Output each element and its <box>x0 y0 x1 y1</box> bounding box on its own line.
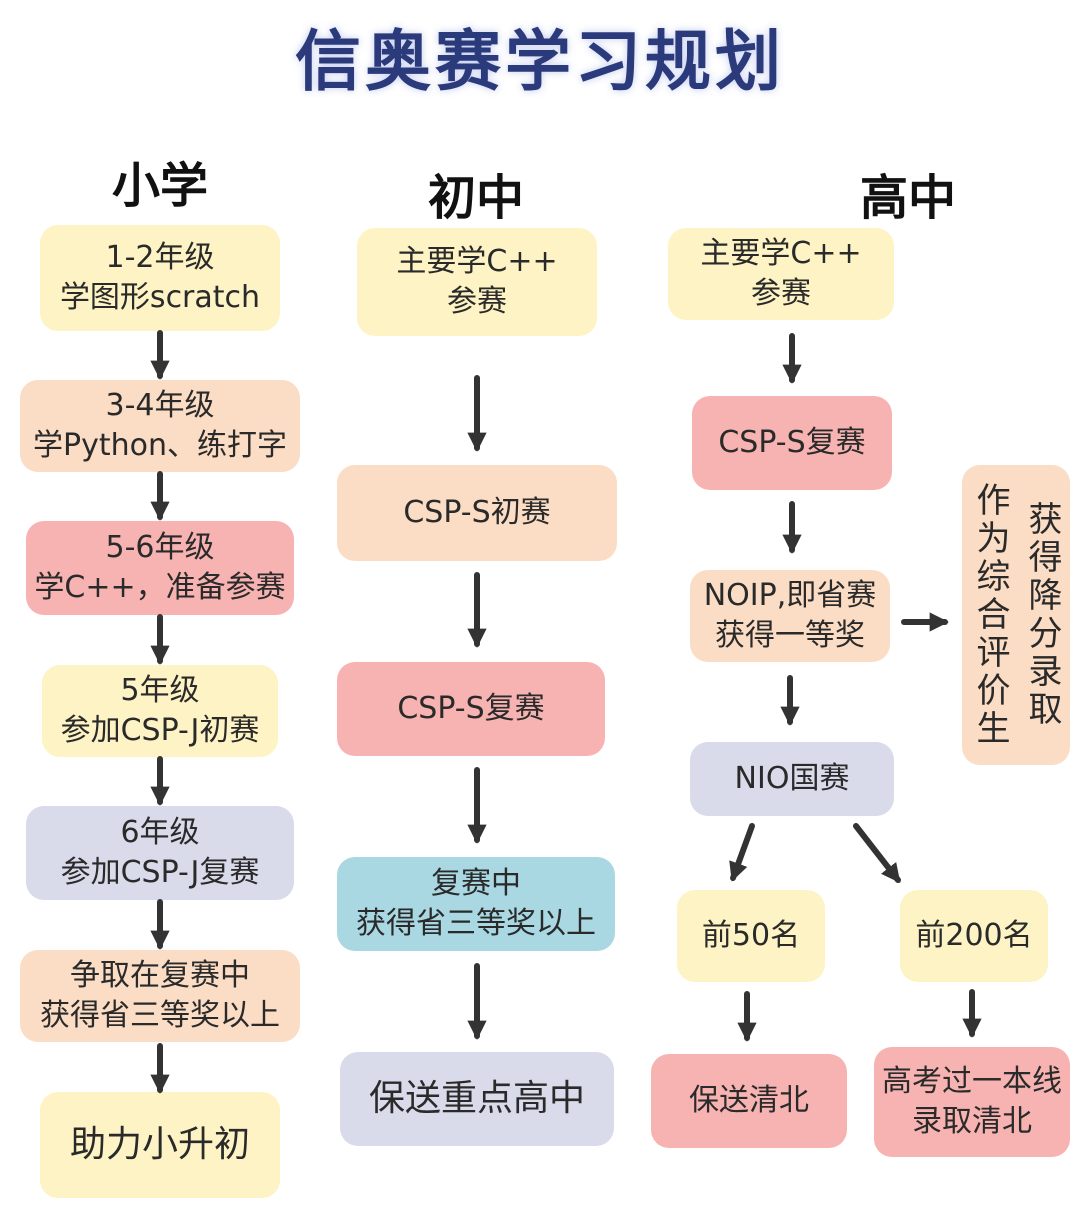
step-line-1: CSP-S复赛 <box>397 691 545 726</box>
step-line-2: 获得省三等奖以上 <box>40 998 280 1033</box>
high-step-top-50: 前50名 <box>677 890 825 982</box>
middle-step-csp-s-preliminary: CSP-S初赛 <box>337 465 617 561</box>
step-line-1: 保送清北 <box>689 1083 809 1118</box>
step-line-1: 5年级 <box>120 673 200 708</box>
primary-step-grade-1-2: 1-2年级 学图形scratch <box>40 225 280 331</box>
step-line-2: 获得省三等奖以上 <box>356 906 596 941</box>
primary-step-outcome: 助力小升初 <box>40 1092 280 1198</box>
column-heading-middle: 初中 <box>427 170 524 226</box>
step-line-1: 主要学C++ <box>700 236 862 271</box>
middle-step-csp-s-final: CSP-S复赛 <box>337 662 605 756</box>
step-line-1: 助力小升初 <box>69 1124 250 1165</box>
step-line-2: 学Python、练打字 <box>33 428 287 463</box>
step-line-2: 录取清北 <box>912 1104 1032 1139</box>
primary-step-grade-5-6: 5-6年级 学C++，准备参赛 <box>26 521 294 615</box>
arrow-diagonal-right <box>853 823 901 884</box>
step-line-1: 争取在复赛中 <box>70 958 250 993</box>
high-step-nio: NIO国赛 <box>690 742 894 816</box>
step-line-1: NOIP,即省赛 <box>703 578 877 613</box>
page-title: 信奥赛学习规划 <box>295 23 785 100</box>
step-line-2: 学C++，准备参赛 <box>34 570 286 605</box>
arrow-diagonal-left <box>729 823 755 882</box>
step-line-1: CSP-S复赛 <box>718 425 866 460</box>
high-step-top-200: 前200名 <box>900 890 1048 982</box>
primary-step-grade-6: 6年级 参加CSP-J复赛 <box>26 806 294 900</box>
middle-step-study: 主要学C++ 参赛 <box>357 228 597 336</box>
column-heading-primary: 小学 <box>111 158 208 214</box>
step-line-1: 主要学C++ <box>396 244 558 279</box>
step-line-1: 复赛中 <box>431 866 521 901</box>
side-column-1: 作为综合评价生 <box>970 482 1010 748</box>
middle-step-outcome: 保送重点高中 <box>340 1052 614 1146</box>
primary-step-grade-3-4: 3-4年级 学Python、练打字 <box>20 380 300 472</box>
step-line-2: 参赛 <box>447 284 507 319</box>
high-step-study: 主要学C++ 参赛 <box>668 228 894 320</box>
step-line-2: 参加CSP-J复赛 <box>60 855 260 890</box>
column-heading-high: 高中 <box>859 170 956 226</box>
step-line-1: 3-4年级 <box>105 388 215 423</box>
step-line-2: 参加CSP-J初赛 <box>60 713 260 748</box>
high-step-comprehensive-evaluation: 作为综合评价生 获得降分录取 <box>962 465 1070 765</box>
primary-step-award-goal: 争取在复赛中 获得省三等奖以上 <box>20 950 300 1042</box>
middle-step-award-goal: 复赛中 获得省三等奖以上 <box>337 857 615 951</box>
primary-step-grade-5: 5年级 参加CSP-J初赛 <box>42 665 278 757</box>
step-line-2: 参赛 <box>751 276 811 311</box>
step-line-1: 6年级 <box>120 815 200 850</box>
step-line-2: 获得一等奖 <box>715 618 865 653</box>
high-step-recommended-admission: 保送清北 <box>651 1054 847 1148</box>
step-line-1: 前200名 <box>915 918 1033 953</box>
step-line-1: 高考过一本线 <box>882 1064 1062 1099</box>
high-step-noip: NOIP,即省赛 获得一等奖 <box>690 570 890 662</box>
high-step-gaokao-admission: 高考过一本线 录取清北 <box>874 1047 1070 1157</box>
step-line-1: 前50名 <box>701 918 801 953</box>
step-line-1: 1-2年级 <box>105 240 215 275</box>
step-line-1: 保送重点高中 <box>368 1078 585 1119</box>
step-line-1: CSP-S初赛 <box>403 495 551 530</box>
high-step-csp-s-final: CSP-S复赛 <box>692 396 892 490</box>
step-line-1: NIO国赛 <box>734 761 850 796</box>
step-line-2: 学图形scratch <box>59 280 261 315</box>
side-column-2: 获得降分录取 <box>1022 501 1062 729</box>
step-line-1: 5-6年级 <box>105 530 215 565</box>
